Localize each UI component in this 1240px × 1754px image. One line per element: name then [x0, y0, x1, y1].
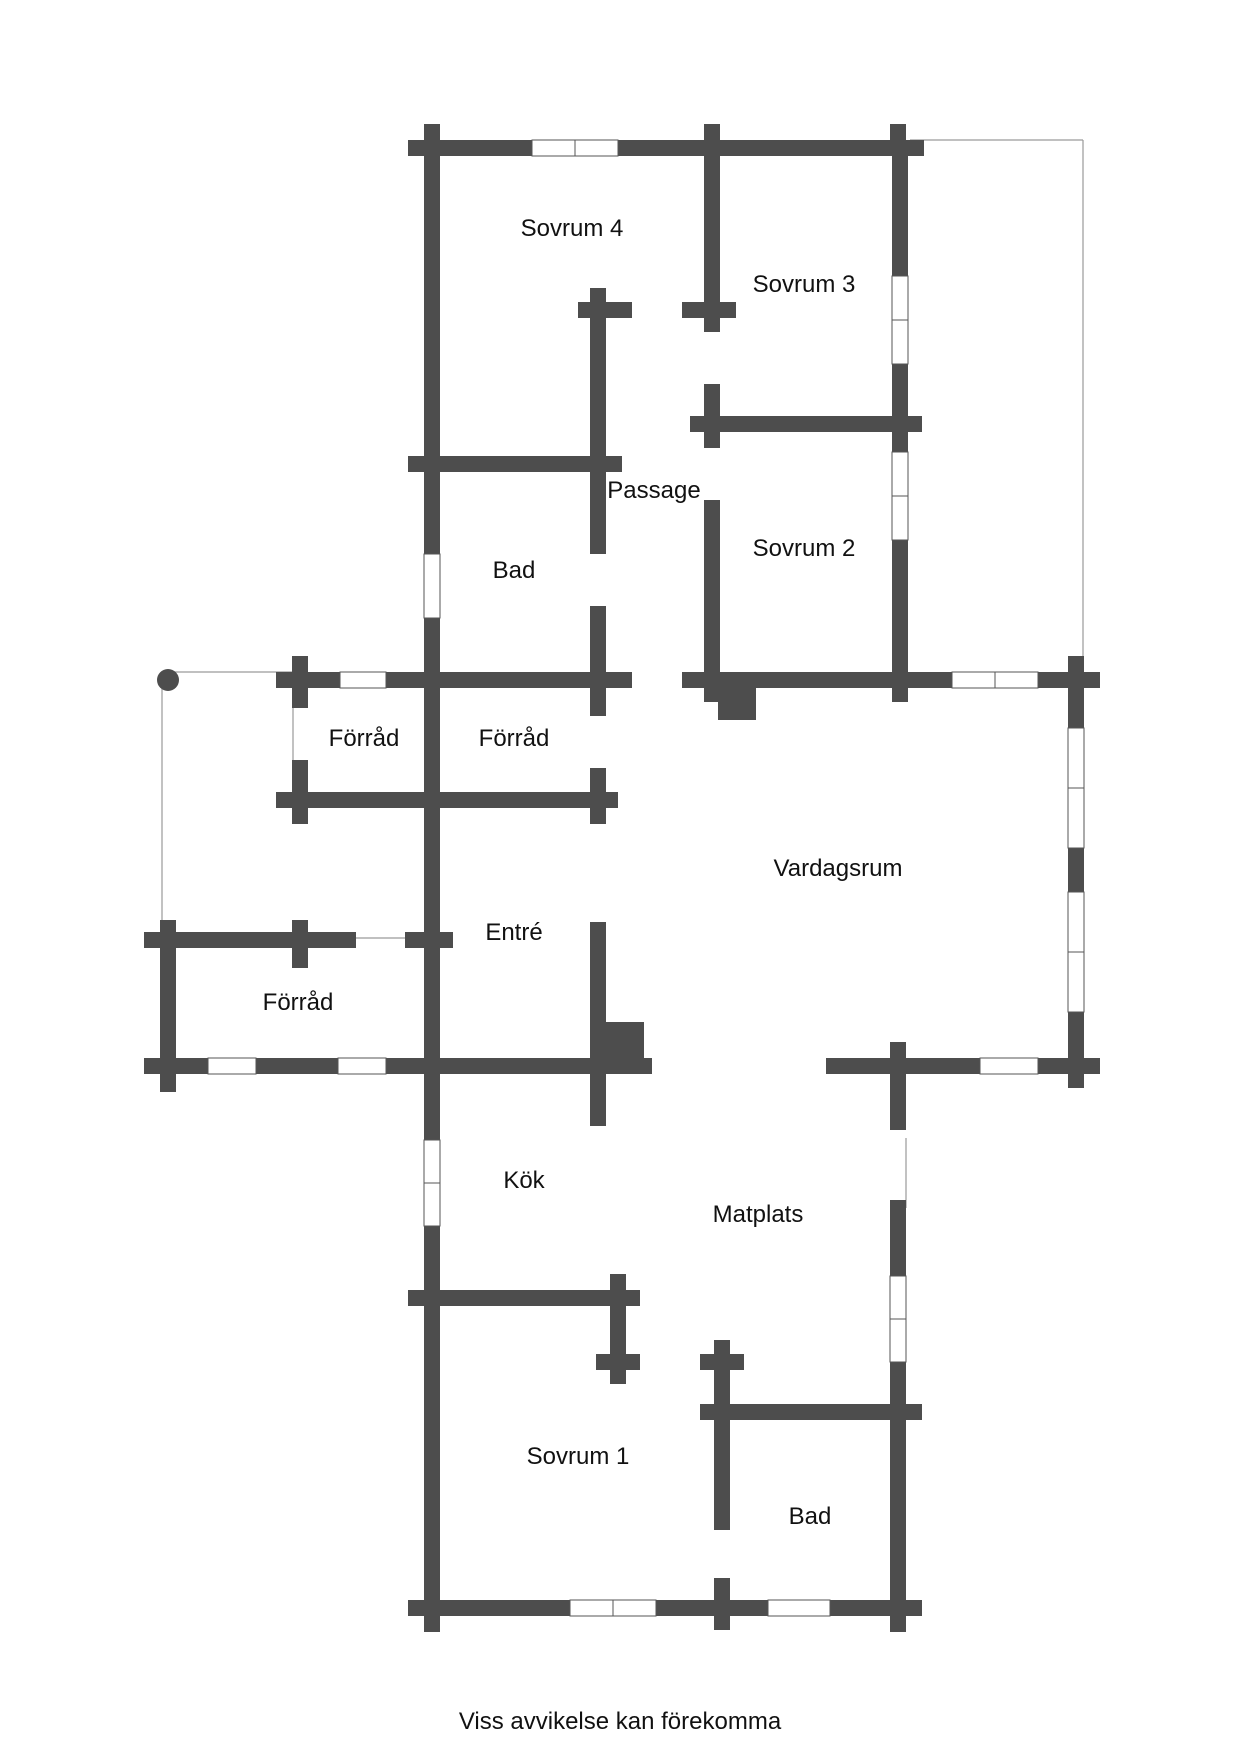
room-label-forrad-left: Förråd [329, 725, 400, 752]
room-labels: Sovrum 4 Sovrum 3 Passage Bad Sovrum 2 F… [263, 215, 903, 1530]
room-label-entre: Entré [485, 919, 542, 946]
room-label-bad-lower: Bad [789, 1503, 832, 1530]
windows [207, 139, 1085, 1617]
room-label-matplats: Matplats [713, 1201, 804, 1228]
post-marker [157, 669, 179, 691]
room-label-vardagsrum: Vardagsrum [774, 855, 903, 882]
room-label-kok: Kök [503, 1167, 545, 1194]
room-label-sovrum-3: Sovrum 3 [753, 271, 856, 298]
footer-disclaimer: Viss avvikelse kan förekomma [459, 1708, 782, 1735]
room-label-forrad-right: Förråd [479, 725, 550, 752]
room-label-passage: Passage [607, 477, 700, 504]
room-label-bad-upper: Bad [493, 557, 536, 584]
room-label-sovrum-2: Sovrum 2 [753, 535, 856, 562]
walls [144, 124, 1100, 1632]
room-label-sovrum-1: Sovrum 1 [527, 1443, 630, 1470]
room-label-sovrum-4: Sovrum 4 [521, 215, 624, 242]
room-label-forrad-lower: Förråd [263, 989, 334, 1016]
